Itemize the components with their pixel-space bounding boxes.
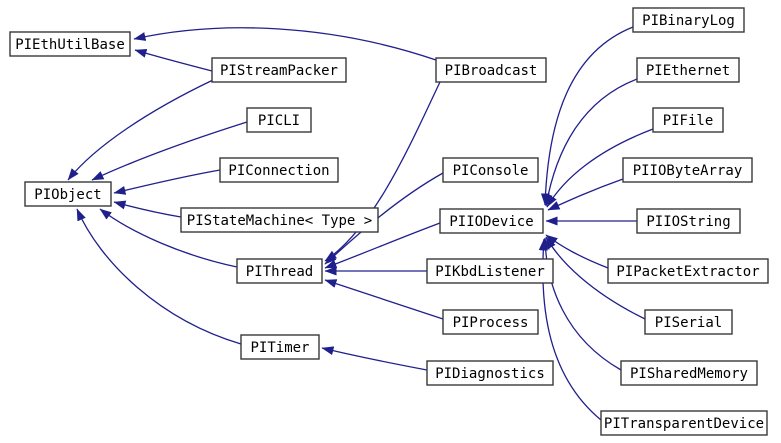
inheritance-arrow-piserial-to-piiodevice xyxy=(545,236,646,320)
inheritance-arrow-pibroadcast-to-pithread xyxy=(324,81,441,262)
class-node-piethutilbase[interactable]: PIEthUtilBase xyxy=(9,31,131,57)
class-node-label: PIIODevice xyxy=(449,214,533,230)
class-node-label: PIKbdListener xyxy=(435,264,545,280)
class-node-pidiagnostics[interactable]: PIDiagnostics xyxy=(426,360,554,386)
class-node-label: PIObject xyxy=(34,187,101,203)
class-node-label: PIDiagnostics xyxy=(435,366,545,382)
class-node-label: PIProcess xyxy=(453,315,529,331)
class-node-piethernet[interactable]: PIEthernet xyxy=(636,57,740,83)
inheritance-arrow-pitimer-to-piobject xyxy=(76,208,242,345)
class-node-box[interactable] xyxy=(652,107,724,133)
inheritance-arrow-pifile-to-piiodevice xyxy=(546,128,654,208)
class-node-piprocess[interactable]: PIProcess xyxy=(442,309,539,335)
class-node-pifile[interactable]: PIFile xyxy=(652,107,724,133)
inheritance-arrow-pidiagnostics-to-pitimer xyxy=(321,346,428,371)
class-node-box[interactable] xyxy=(607,258,769,284)
class-node-box[interactable] xyxy=(236,258,323,284)
class-node-label: PISerial xyxy=(655,315,722,331)
class-node-pithread[interactable]: PIThread xyxy=(236,258,323,284)
class-node-pistreampacker[interactable]: PIStreamPacker xyxy=(211,57,347,83)
inheritance-arrow-pistatemachine-to-piobject xyxy=(113,200,182,218)
class-node-box[interactable] xyxy=(219,157,339,183)
inheritance-arrow-piconnection-to-piobject xyxy=(113,169,221,195)
class-node-piiodevice[interactable]: PIIODevice xyxy=(439,208,544,234)
class-node-pisharedmemory[interactable]: PISharedMemory xyxy=(620,360,758,386)
class-node-box[interactable] xyxy=(632,7,745,33)
class-node-box[interactable] xyxy=(442,157,539,183)
class-node-box[interactable] xyxy=(636,57,740,83)
class-node-label: PIEthUtilBase xyxy=(15,37,125,53)
class-node-piconnection[interactable]: PIConnection xyxy=(219,157,339,183)
class-node-piserial[interactable]: PISerial xyxy=(644,309,733,335)
class-node-label: PIConsole xyxy=(453,163,529,179)
class-node-picli[interactable]: PICLI xyxy=(246,107,312,133)
class-node-box[interactable] xyxy=(9,31,131,57)
class-node-label: PIThread xyxy=(246,264,313,280)
inheritance-arrow-pibroadcast-to-piethutilbase xyxy=(133,27,437,61)
class-node-label: PIStreamPacker xyxy=(220,63,338,79)
inheritance-arrow-piethernet-to-piiodevice xyxy=(543,78,638,207)
class-node-piobject[interactable]: PIObject xyxy=(24,181,112,207)
class-node-label: PITimer xyxy=(250,340,309,356)
class-node-label: PIIOByteArray xyxy=(633,163,743,179)
class-node-label: PIStateMachine< Type > xyxy=(187,213,372,229)
class-node-box[interactable] xyxy=(211,57,347,83)
inheritance-arrow-pithread-to-piobject xyxy=(99,208,238,268)
class-node-box[interactable] xyxy=(246,107,312,133)
class-node-box[interactable] xyxy=(426,360,554,386)
class-node-box[interactable] xyxy=(24,181,112,207)
class-node-piiostring[interactable]: PIIOString xyxy=(636,208,741,234)
inheritance-arrow-piiobytearray-to-piiodevice xyxy=(547,178,624,211)
class-node-label: PIEthernet xyxy=(646,63,730,79)
inheritance-arrow-pisharedmemory-to-piiodevice xyxy=(540,237,622,371)
class-node-pipacketextractor[interactable]: PIPacketExtractor xyxy=(607,258,769,284)
class-node-box[interactable] xyxy=(426,258,554,284)
class-node-box[interactable] xyxy=(622,157,753,183)
inheritance-arrow-piiodevice-to-pithread xyxy=(324,222,441,269)
class-node-box[interactable] xyxy=(644,309,733,335)
class-node-label: PIPacketExtractor xyxy=(616,264,759,280)
class-node-box[interactable] xyxy=(439,208,544,234)
class-node-pibroadcast[interactable]: PIBroadcast xyxy=(435,57,547,83)
class-node-box[interactable] xyxy=(600,410,768,436)
class-node-pitransparentdevice[interactable]: PITransparentDevice xyxy=(600,410,768,436)
class-node-label: PIBroadcast xyxy=(445,63,538,79)
class-node-label: PIBinaryLog xyxy=(642,13,735,29)
class-node-pibinarylog[interactable]: PIBinaryLog xyxy=(632,7,745,33)
inheritance-arrow-picli-to-piobject xyxy=(91,121,248,181)
class-node-label: PICLI xyxy=(258,113,300,129)
class-node-piconsole[interactable]: PIConsole xyxy=(442,157,539,183)
class-node-pitimer[interactable]: PITimer xyxy=(240,334,320,360)
class-node-label: PISharedMemory xyxy=(630,366,748,382)
class-node-box[interactable] xyxy=(636,208,741,234)
class-node-piiobytearray[interactable]: PIIOByteArray xyxy=(622,157,753,183)
class-node-pistatemachine[interactable]: PIStateMachine< Type > xyxy=(180,207,379,233)
class-node-label: PIIOString xyxy=(646,214,730,230)
class-node-box[interactable] xyxy=(240,334,320,360)
inheritance-arrow-pistreampacker-to-piethutilbase xyxy=(134,49,213,72)
class-node-label: PIConnection xyxy=(228,163,329,179)
inheritance-arrow-pibinarylog-to-piiodevice xyxy=(540,26,634,206)
class-node-box[interactable] xyxy=(435,57,547,83)
class-node-label: PITransparentDevice xyxy=(604,416,764,432)
class-node-label: PIFile xyxy=(663,113,714,129)
inheritance-arrow-pistreampacker-to-piobject xyxy=(67,79,214,181)
class-node-box[interactable] xyxy=(620,360,758,386)
class-node-pikbdlistener[interactable]: PIKbdListener xyxy=(426,258,554,284)
class-node-box[interactable] xyxy=(442,309,539,335)
inheritance-arrow-piprocess-to-pithread xyxy=(324,279,444,320)
class-node-box[interactable] xyxy=(180,207,379,233)
